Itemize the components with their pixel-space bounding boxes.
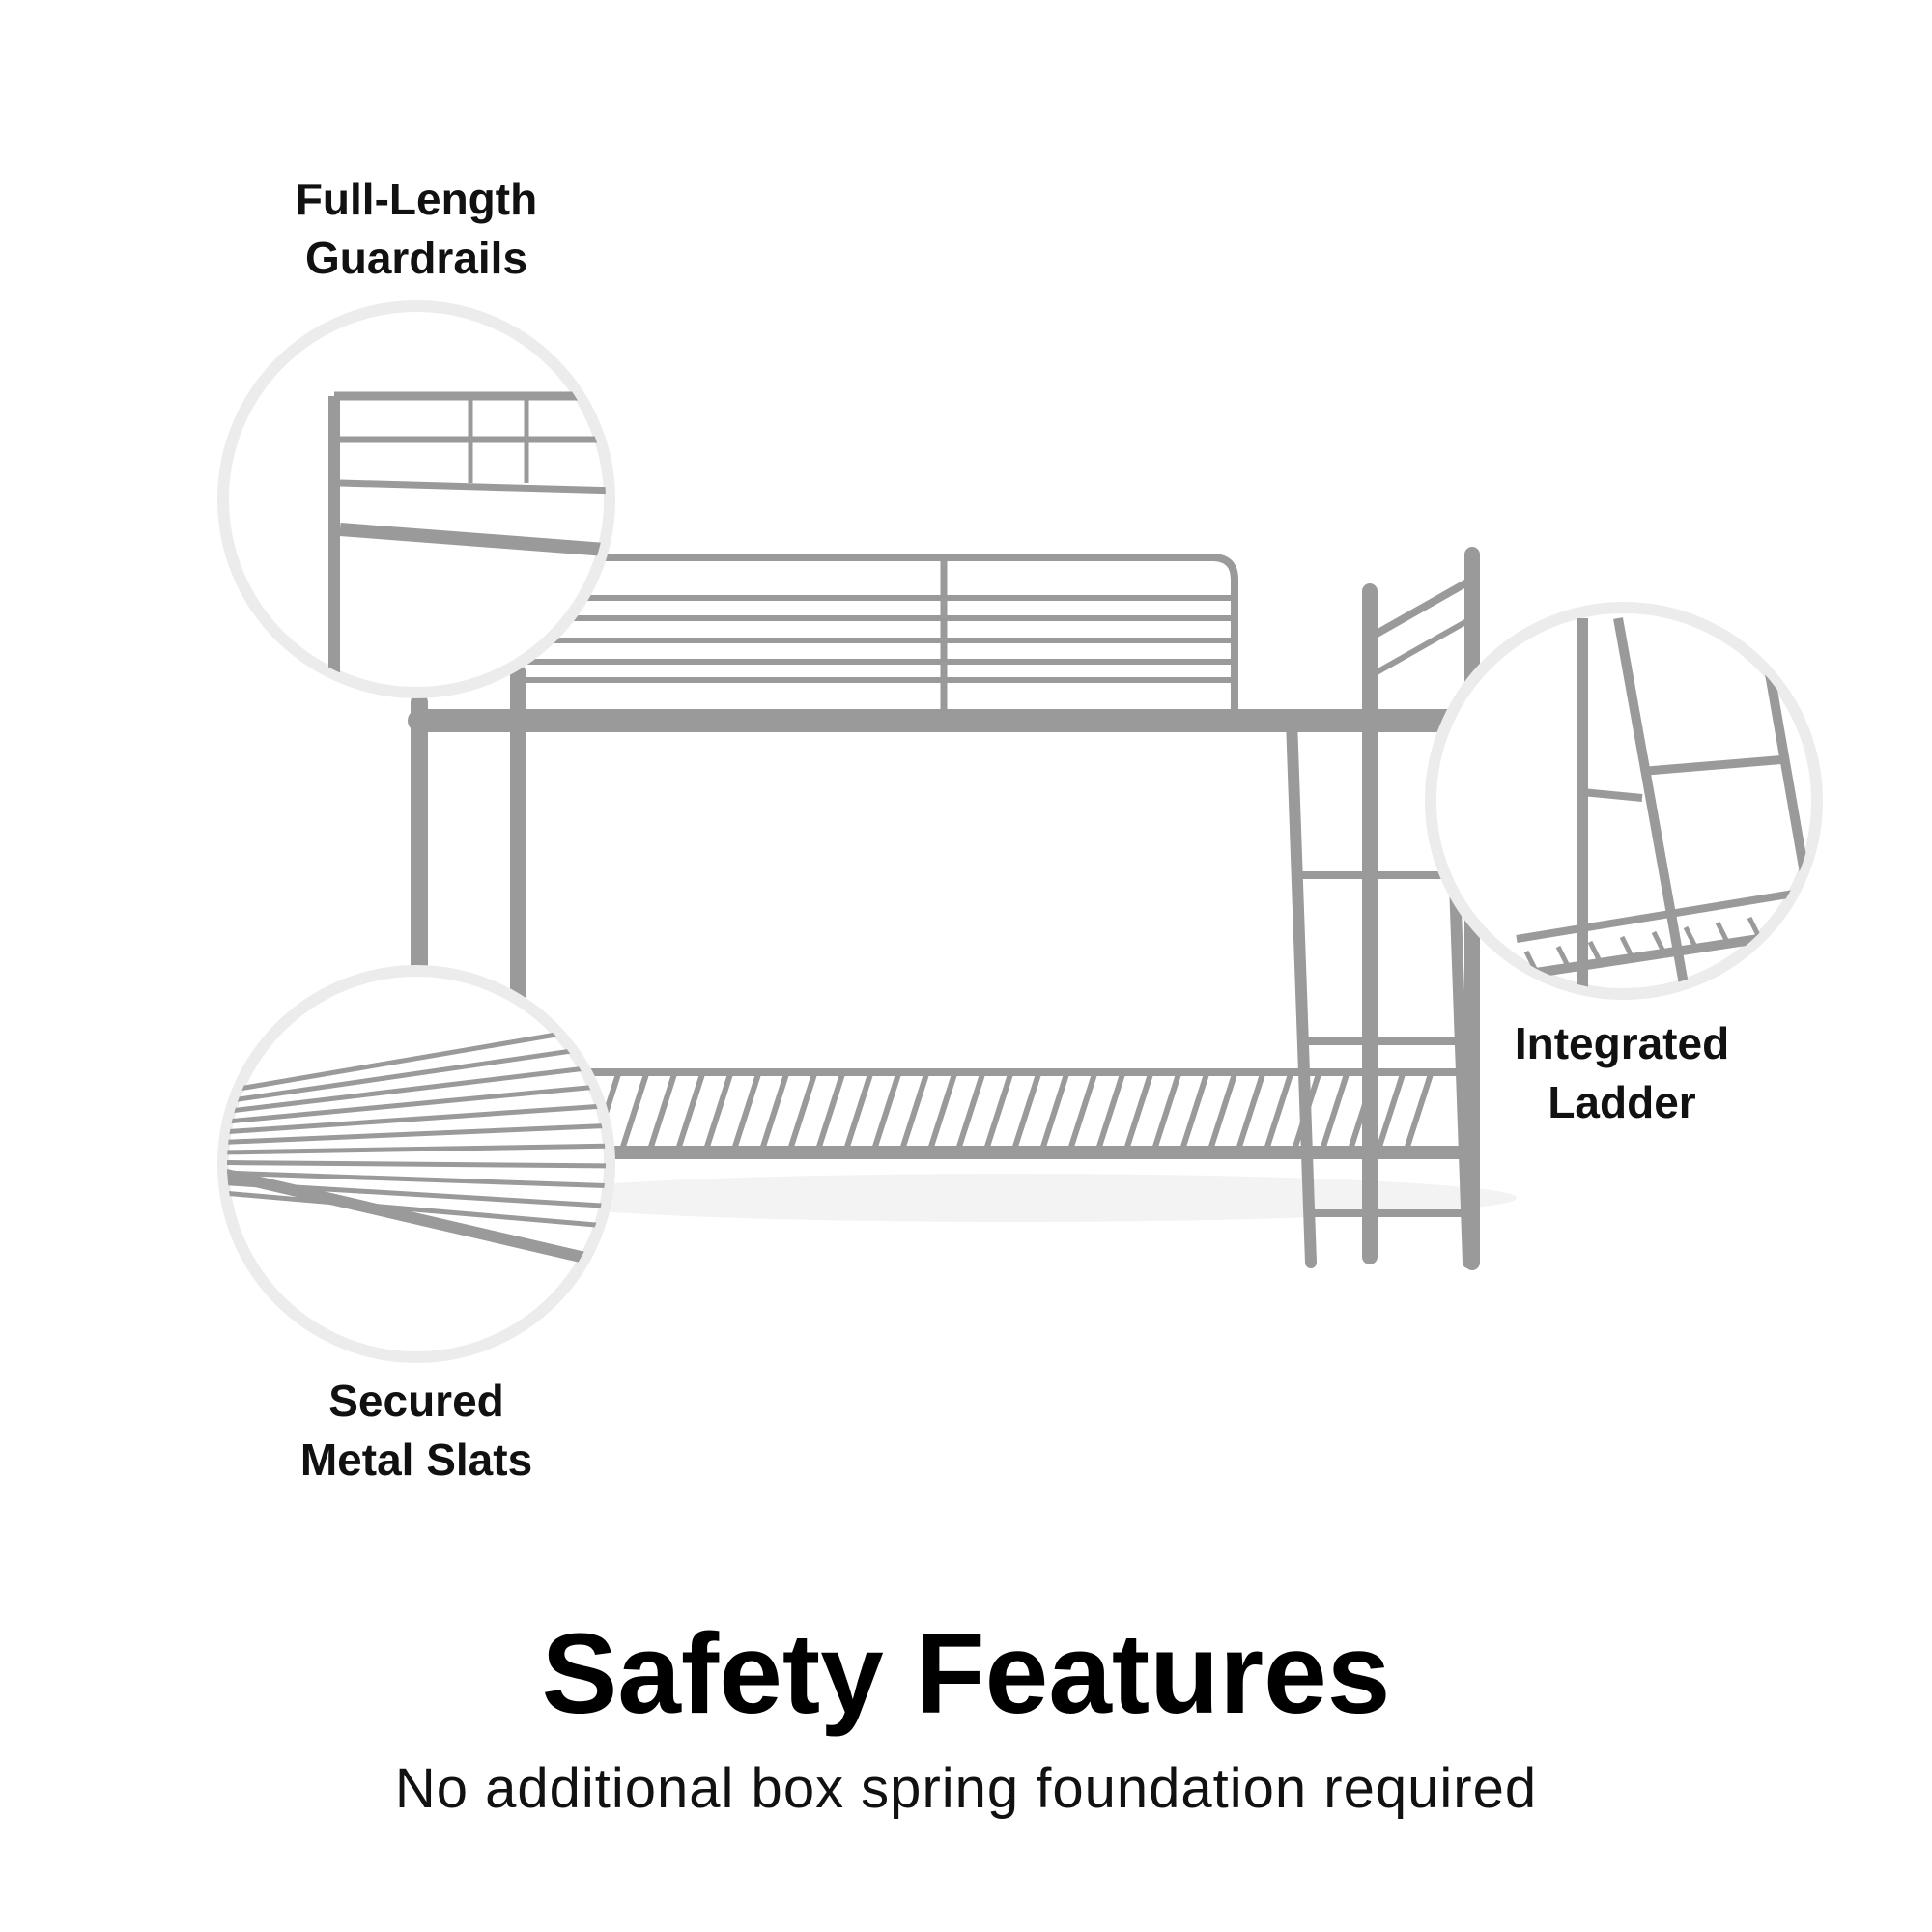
- frame-bar: [1683, 925, 1698, 949]
- callout-label-slats: Secured Metal Slats: [223, 1372, 610, 1490]
- frame-bar: [1376, 1071, 1406, 1152]
- frame-bar: [871, 1071, 901, 1152]
- frame-bar: [1179, 1071, 1209, 1152]
- frame-bar: [1039, 1071, 1069, 1152]
- frame-bar: [1208, 1071, 1237, 1152]
- frame-bar: [1651, 930, 1666, 953]
- frame-bar: [619, 1071, 649, 1152]
- frame-bar: [1123, 1071, 1153, 1152]
- frame-bar: [227, 1170, 606, 1189]
- frame-bar: [675, 1071, 705, 1152]
- frame-bar: [759, 1071, 789, 1152]
- frame-bar: [955, 1071, 985, 1152]
- frame-bar: [731, 1071, 761, 1152]
- frame-bar: [1404, 1071, 1434, 1152]
- frame-bar: [1348, 1071, 1378, 1152]
- frame-bar: [1747, 916, 1762, 939]
- frame-bar: [1236, 1071, 1265, 1152]
- callout-circle-slats: [217, 965, 615, 1363]
- frame-bar: [1523, 950, 1539, 973]
- page-title: Safety Features: [541, 1610, 1391, 1738]
- frame-bar: [1264, 1071, 1293, 1152]
- frame-bar: [227, 1122, 606, 1145]
- frame-bar: [227, 1143, 606, 1155]
- frame-bar: [1715, 921, 1730, 944]
- frame-bar: [1587, 940, 1603, 963]
- frame-bar: [815, 1071, 845, 1152]
- callout-line1: Full-Length: [295, 174, 538, 224]
- callout-circle-guardrails: [217, 300, 615, 698]
- frame-bar: [227, 1021, 606, 1094]
- frame-bar: [1067, 1071, 1097, 1152]
- callout-line1: Secured: [328, 1376, 504, 1426]
- callout-circle-ladder: [1425, 602, 1823, 1000]
- frame-bar: [927, 1071, 957, 1152]
- subtitle: No additional box spring foundation requ…: [394, 1757, 1538, 1820]
- frame-bar: [703, 1071, 733, 1152]
- frame-bar: [787, 1071, 817, 1152]
- frame-bar: [227, 1180, 606, 1209]
- frame-bar: [1555, 945, 1571, 968]
- frame-bar: [227, 1102, 606, 1135]
- callout-line2: Metal Slats: [299, 1435, 533, 1485]
- frame-bar: [227, 1062, 606, 1115]
- frame-bar: [227, 1190, 606, 1230]
- frame-bar: [227, 1082, 606, 1124]
- frame-bar: [1095, 1071, 1125, 1152]
- frame-bar: [227, 1041, 606, 1104]
- frame-bar: [843, 1071, 873, 1152]
- frame-bar: [1320, 1071, 1350, 1152]
- callout-line2: Ladder: [1548, 1077, 1696, 1127]
- callout-line2: Guardrails: [304, 233, 528, 283]
- frame-bar: [899, 1071, 929, 1152]
- callout-label-ladder: Integrated Ladder: [1429, 1014, 1815, 1132]
- frame-bar: [1011, 1071, 1041, 1152]
- callout-line1: Integrated: [1514, 1018, 1730, 1068]
- frame-bar: [227, 1160, 606, 1169]
- frame-bar: [1151, 1071, 1181, 1152]
- frame-bar: [647, 1071, 677, 1152]
- frame-bar: [1810, 906, 1813, 929]
- frame-bar: [1619, 935, 1634, 958]
- frame-bar: [983, 1071, 1013, 1152]
- callout-label-guardrails: Full-Length Guardrails: [223, 170, 610, 288]
